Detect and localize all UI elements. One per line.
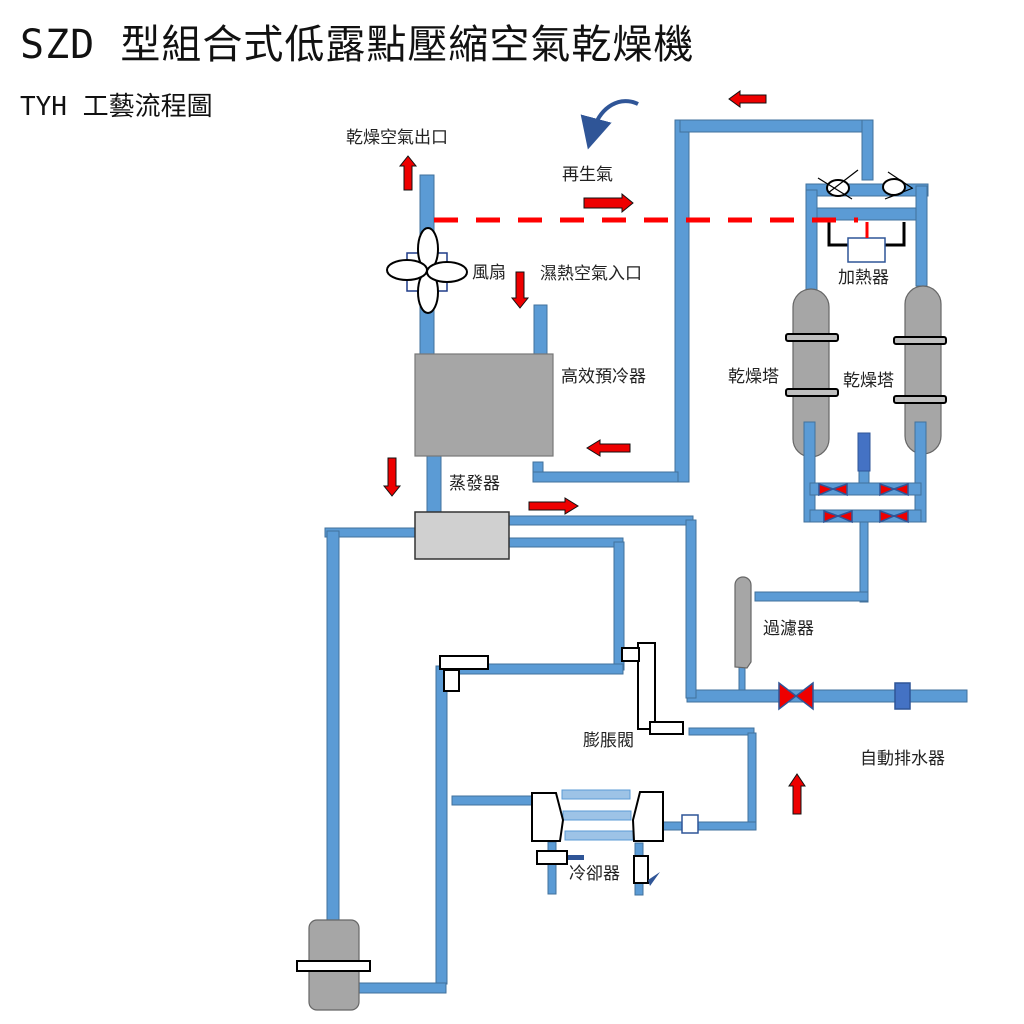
condenser-tube-3 — [564, 830, 634, 841]
label-auto-drain: 自動排水器 — [860, 749, 945, 769]
pipe-exp-down — [747, 732, 757, 824]
expansion-valve — [621, 642, 684, 735]
pipe-condenser-left — [451, 795, 533, 806]
pipe-exp-out — [688, 727, 755, 736]
diagram-subtitle: TYH 工藝流程圖 — [20, 92, 213, 122]
check-valve-icon — [826, 179, 850, 197]
label-dry-tower-right: 乾燥塔 — [843, 371, 894, 391]
filter-unit — [734, 576, 752, 669]
label-evaporator: 蒸發器 — [449, 474, 500, 494]
label-fan: 風扇 — [472, 263, 506, 283]
condenser-tubes — [561, 789, 634, 841]
auto-drain-unit — [894, 682, 911, 710]
arrow-right-icon — [528, 497, 579, 515]
flow-arrows — [382, 90, 806, 815]
main-valve-icon — [778, 681, 798, 711]
label-dry-tower-left: 乾燥塔 — [728, 367, 779, 387]
pipe-compressor-up — [326, 530, 340, 922]
tower-flange — [893, 336, 947, 345]
tower-flange — [785, 388, 839, 397]
pipe-tower-right-front — [914, 421, 927, 523]
arrow-up-icon — [398, 155, 418, 191]
label-condenser: 冷卻器 — [569, 864, 620, 884]
pipe-manifold-upper-front — [809, 482, 922, 496]
pipe-left-long-down — [435, 665, 448, 985]
pipe-precooler-return — [532, 471, 679, 483]
compressor-band — [296, 960, 371, 972]
label-dry-air-outlet: 乾燥空氣出口 — [346, 128, 448, 148]
manifold-valves — [818, 482, 909, 524]
label-expansion-valve: 膨脹閥 — [583, 731, 634, 751]
condenser-inlet-tab — [568, 855, 584, 860]
label-wet-air-inlet: 濕熱空氣入口 — [540, 264, 642, 284]
pipe-to-filter — [754, 591, 869, 602]
tower-flange — [893, 395, 947, 404]
label-precooler: 高效預冷器 — [561, 367, 646, 387]
pipe-condenser-stub-left — [547, 841, 557, 895]
arrow-left-icon — [728, 90, 767, 108]
valve-icon — [879, 482, 897, 497]
tower-flange — [785, 333, 839, 342]
pipe-evap-down-right — [685, 519, 697, 699]
arrow-down-icon — [382, 457, 402, 497]
condenser-tube-1 — [561, 789, 631, 800]
arrow-down-icon — [510, 271, 530, 309]
condenser-unit — [531, 791, 699, 886]
condenser-tube-2 — [562, 810, 632, 821]
pipe-top-horizontal — [679, 119, 867, 133]
pipe-wet-inlet — [533, 304, 548, 361]
arrow-right-icon — [583, 192, 634, 214]
check-valves — [817, 169, 914, 200]
pipe-top-down — [861, 119, 874, 181]
pipe-manifold-lower-front — [809, 509, 922, 523]
rotation-arrow-icon — [580, 99, 639, 150]
condenser-fitting — [681, 814, 699, 834]
arrow-up-icon — [788, 773, 806, 815]
heater-box — [847, 237, 886, 263]
dry-tower-right — [893, 285, 947, 455]
pipe-precooler-to-evap — [426, 454, 442, 514]
valve-icon — [823, 509, 841, 524]
pipe-to-filter-down — [859, 521, 869, 603]
pipe-tower-right-up — [915, 185, 928, 287]
precooler-unit — [414, 353, 554, 457]
label-filter: 過濾器 — [763, 619, 814, 639]
muffler — [857, 432, 871, 472]
valve-icon — [879, 509, 897, 524]
pipe-regen-vertical — [674, 119, 690, 483]
dry-tower-left — [785, 288, 839, 458]
arrow-left-icon — [586, 439, 631, 457]
fan-icon — [386, 227, 468, 314]
pipe-main-horizontal — [686, 689, 968, 703]
valve-icon — [818, 482, 836, 497]
compressor-unit — [296, 919, 371, 1011]
pipe-tower-left-up — [805, 189, 818, 291]
pipe-condenser-right — [661, 821, 757, 831]
diagram-title: SZD 型組合式低露點壓縮空氣乾燥機 — [20, 22, 695, 68]
pipe-tower-left-front — [803, 421, 816, 523]
heater — [827, 222, 906, 263]
pipe-evap-out-top — [506, 515, 694, 526]
pipe-evap-out-2 — [506, 537, 624, 548]
label-regen-air: 再生氣 — [562, 165, 613, 185]
capillary-fitting — [439, 655, 489, 692]
evaporator-unit — [414, 511, 510, 560]
pipe-bottom-return — [355, 982, 447, 994]
label-heater: 加熱器 — [838, 268, 889, 288]
